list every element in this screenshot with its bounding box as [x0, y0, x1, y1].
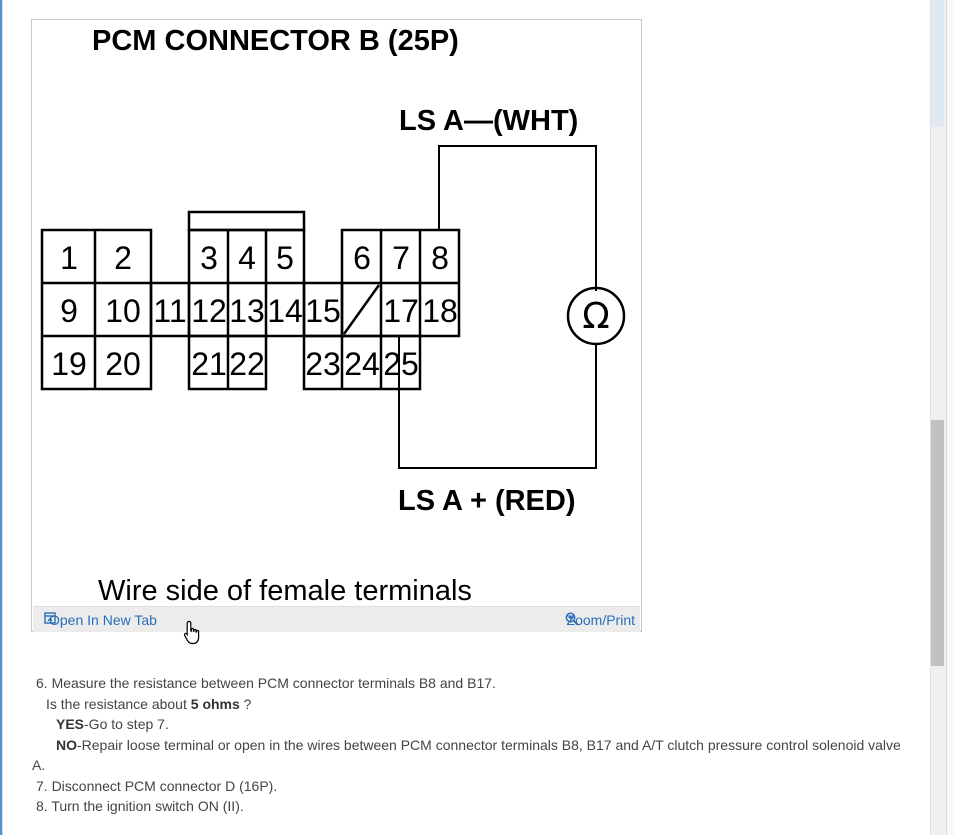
terminal-label: 5 [276, 240, 294, 276]
terminal-label: 17 [383, 293, 419, 329]
scrollbar-thumb[interactable] [931, 420, 944, 666]
ohm-symbol: Ω [582, 296, 610, 337]
terminal-label: 12 [191, 293, 227, 329]
terminal-label: 13 [229, 293, 265, 329]
no-text: -Repair loose terminal or open in the wi… [77, 736, 901, 753]
question-value: 5 ohms [190, 695, 240, 712]
figure-footer: Wire side of female terminals [98, 575, 472, 606]
terminal-label: 6 [353, 240, 371, 276]
terminal-label: 10 [105, 293, 141, 329]
connector-diagram: PCM CONNECTOR B (25P) LS A—(WHT) LS A + … [40, 25, 626, 606]
terminal-label: 24 [344, 346, 380, 382]
label-ls-a-minus: LS A—(WHT) [399, 105, 578, 137]
no-label: NO [56, 736, 77, 753]
terminal-label: 19 [51, 346, 87, 382]
open-in-new-tab-link[interactable]: Open In New Tab [44, 612, 157, 628]
hand-cursor-icon [183, 620, 203, 651]
step-6-no: NO-Repair loose terminal or open in the … [32, 735, 922, 756]
terminal-label: 18 [422, 293, 458, 329]
step-6: 6. Measure the resistance between PCM co… [36, 675, 496, 691]
terminal-label: 20 [105, 346, 141, 382]
label-ls-a-plus: LS A + (RED) [398, 485, 576, 517]
terminal-label: 22 [229, 346, 265, 382]
terminal-label: 1 [60, 240, 78, 276]
terminal-label: 14 [267, 293, 303, 329]
window-right-edge [946, 0, 954, 835]
terminal-label: 15 [305, 293, 341, 329]
terminal-label: 2 [114, 240, 132, 276]
open-in-new-tab-label: Open In New Tab [49, 612, 157, 628]
yes-text: -Go to step 7. [84, 716, 169, 732]
step-8: 8. Turn the ignition switch ON (II). [36, 798, 244, 814]
step-7: 7. Disconnect PCM connector D (16P). [36, 777, 278, 794]
question-suffix: ? [239, 695, 252, 712]
terminal-label: 23 [305, 346, 341, 382]
terminal-label: 9 [60, 293, 78, 329]
procedure-steps: 6. Measure the resistance between PCM co… [32, 673, 922, 817]
zoom-print-link[interactable]: Zoom/Print [565, 612, 635, 628]
terminal-label: 7 [392, 240, 410, 276]
wire-ls-a-minus [438, 145, 597, 291]
terminal-label: 8 [431, 240, 449, 276]
step-6-yes: YES-Go to step 7. [32, 714, 922, 735]
figure-title: PCM CONNECTOR B (25P) [92, 25, 459, 57]
terminal-label: 4 [238, 240, 256, 276]
yes-label: YES [56, 716, 85, 732]
terminal-label: 11 [153, 293, 186, 329]
terminal-label: 3 [200, 240, 218, 276]
terminal-label: 25 [383, 346, 419, 382]
terminal-label: 21 [191, 346, 227, 382]
window-left-edge [0, 0, 2, 835]
figure-caption-bar: Open In New Tab Zoom/Print [33, 606, 640, 632]
step-6-question: Is the resistance about 5 ohms ? [32, 694, 922, 715]
wire-ls-a-plus [398, 336, 597, 469]
scrollbar-track-highlight [931, 0, 944, 127]
step-6-no-wrap: A. [32, 757, 46, 773]
zoom-print-label: Zoom/Print [566, 612, 635, 628]
ohmmeter-circle [566, 286, 626, 346]
window-left-edge-highlight [2, 0, 3, 835]
question-prefix: Is the resistance about [46, 695, 191, 712]
figure-card: PCM CONNECTOR B (25P) LS A—(WHT) LS A + … [31, 19, 642, 632]
